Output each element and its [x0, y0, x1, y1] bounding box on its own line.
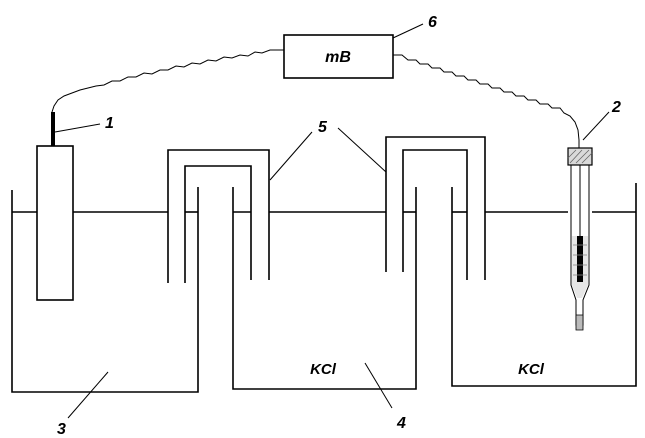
millivoltmeter: mB	[283, 34, 394, 79]
vessel-4	[232, 187, 417, 390]
label-5: 5	[318, 119, 328, 136]
left-wire	[51, 49, 284, 113]
meter-box	[283, 34, 394, 79]
right-wire	[393, 54, 580, 148]
meter-label: mB	[325, 49, 351, 66]
vessel-3	[11, 187, 199, 393]
salt-bridge-2	[385, 136, 486, 280]
electrode-2	[567, 147, 593, 331]
electrode-1-body	[36, 145, 74, 301]
label-4: 4	[396, 415, 406, 432]
label-2: 2	[611, 99, 621, 116]
leader-lines	[54, 23, 610, 419]
salt-bridge-1	[167, 149, 270, 283]
label-1: 1	[105, 115, 114, 132]
electrode-2-element	[577, 236, 583, 282]
solution-label-middle: KCl	[310, 361, 337, 378]
label-6: 6	[428, 14, 437, 31]
vessel-right	[451, 183, 637, 387]
electrode-1	[36, 112, 74, 301]
solution-label-right: KCl	[518, 361, 545, 378]
label-3: 3	[57, 421, 66, 438]
